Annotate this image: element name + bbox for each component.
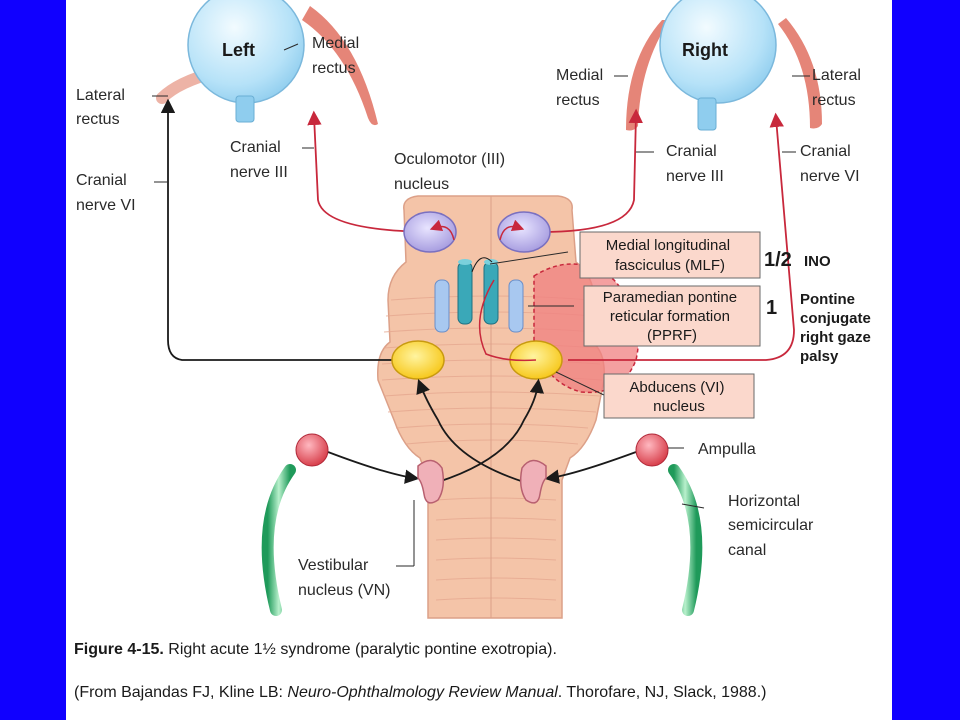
gaze-palsy-label: Pontine conjugate right gaze palsy [800,291,875,365]
left-eye-label: Left [222,40,255,60]
left-oculomotor-nucleus [403,211,457,253]
right-cn6-path [568,112,795,361]
left-cn6-path [160,98,400,361]
source-book: Neuro-Ophthalmology Review Manual [287,684,558,701]
abducens-label-box: Abducens (VI) nucleus [603,373,755,419]
right-eye-label: Right [682,40,728,60]
svg-text:Medial longitudinal fa: Medial longitudinal fasciculus (MLF) [606,237,734,274]
mlf-label-box: Medial longitudinal fasciculus (MLF) [579,231,761,279]
left-eye: Left [156,0,378,126]
ampulla-label: Ampulla [698,441,756,458]
right-pprf [508,279,524,333]
right-cn3-label: Cranial nerve III [666,143,724,185]
figure-number: Figure 4-15. [74,641,164,658]
right-semicircular-canal [668,464,703,616]
pprf-label-box: Paramedian pontine reticular formation (… [583,285,761,347]
caption-source: (From Bajandas FJ, Kline LB: Neuro-Ophth… [74,683,892,702]
left-medial-rectus-label: Medial rectus [312,35,364,77]
right-cn3-path [540,108,643,233]
right-cn6-label: Cranial nerve VI [800,143,860,185]
pprf-lesion-number: 1 [766,297,777,319]
oculomotor-nucleus-label: Oculomotor (III) nucleus [394,151,510,193]
brainstem-gaze-diagram: Left Right [76,0,875,619]
caption-title-line: Figure 4-15. Right acute 1½ syndrome (pa… [74,640,892,659]
left-lateral-rectus-label: Lateral rectus [76,87,129,128]
left-ampulla [295,433,329,467]
left-abducens-nucleus [391,340,445,380]
source-suffix: . Thorofare, NJ, Slack, 1988.) [557,684,767,701]
vestibular-pathway [327,378,637,484]
left-cn6-label: Cranial nerve VI [76,172,136,214]
ino-number: 1/2 [764,249,792,271]
left-pprf [434,279,450,333]
right-ampulla [635,433,669,467]
right-medial-rectus-label: Medial rectus [556,67,608,109]
svg-text:Abducens (VI) nucleus: Abducens (VI) nucleus [629,379,728,415]
source-prefix: (From Bajandas FJ, Kline LB: [74,684,288,701]
right-oculomotor-nucleus [497,211,551,253]
figure-text: Right acute 1½ syndrome (paralytic ponti… [163,641,557,658]
vestibular-nucleus-label: Vestibular nucleus (VN) [298,557,390,599]
left-semicircular-canal [261,464,296,616]
slide: Left Right [66,0,892,720]
ino-label: INO [804,253,831,270]
right-vestibular-nucleus [519,459,547,504]
figure-caption: Figure 4-15. Right acute 1½ syndrome (pa… [74,640,892,702]
semicircular-canal-label: Horizontal semicircular canal [728,493,818,559]
right-lateral-rectus-label: Lateral rectus [812,67,865,109]
right-eye: Right [626,0,822,131]
svg-text:Paramedian pontine ret: Paramedian pontine reticular formation (… [603,289,741,344]
left-cn3-label: Cranial nerve III [230,139,288,181]
left-vestibular-nucleus [417,459,445,504]
